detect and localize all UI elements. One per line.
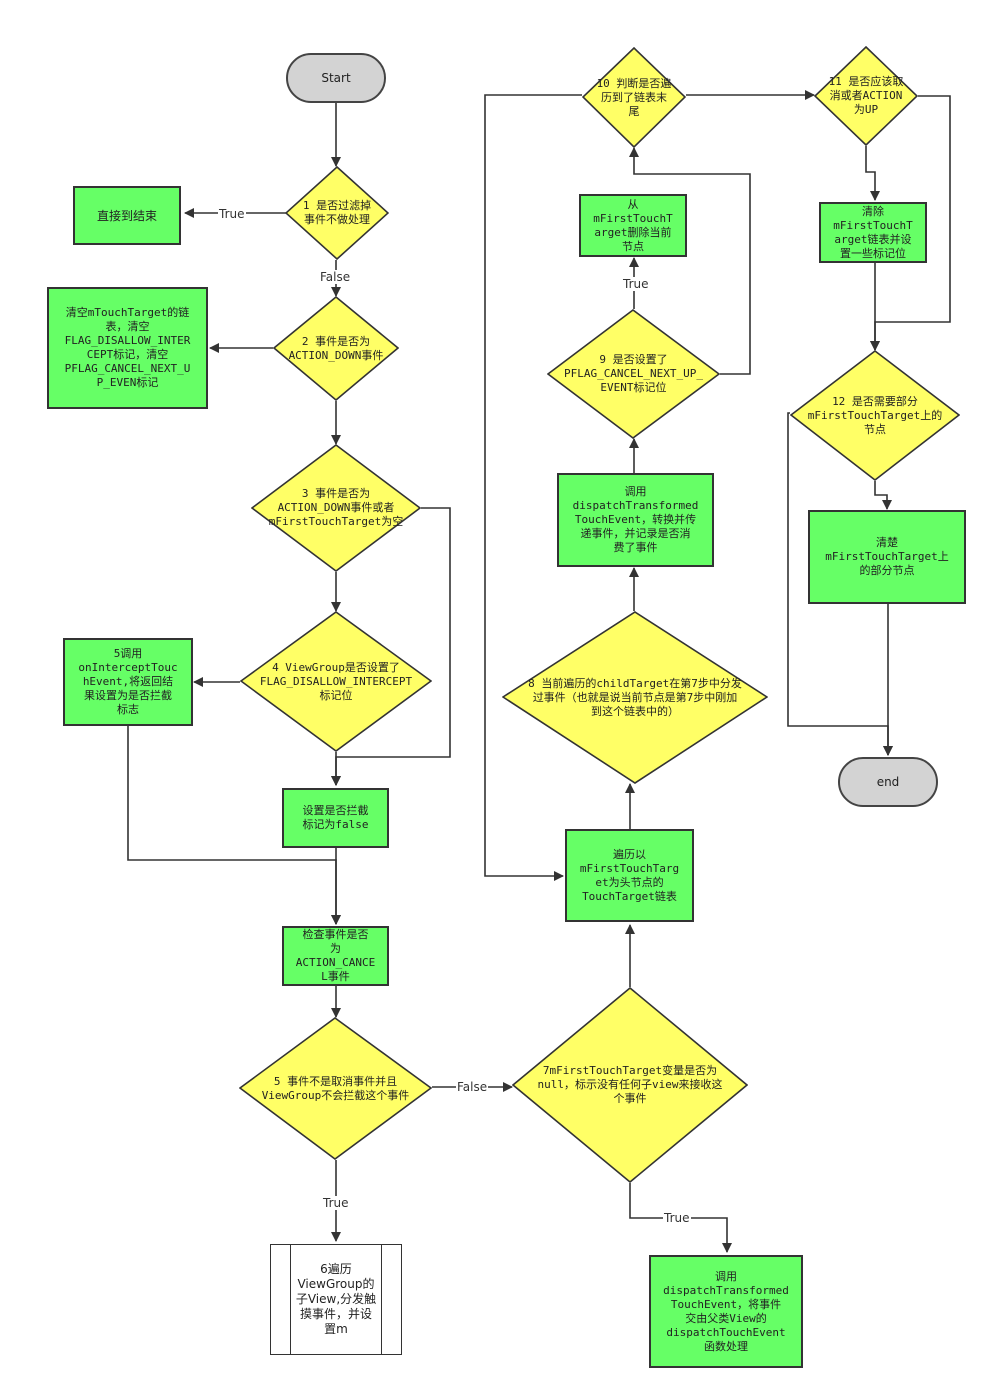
edge-label-true: True (218, 207, 246, 221)
start-terminal: Start (286, 53, 386, 103)
decision-filter-event: 1 是否过滤掉 事件不做处理 (285, 166, 389, 260)
edge-d10-left (484, 94, 582, 881)
decision-shape (582, 47, 686, 148)
decision-label: 10 判断是否遍 历到了链表末 尾 (596, 76, 672, 118)
decision-shape (239, 1017, 432, 1160)
decision-label: 11 是否应该取 消或者ACTION 为UP (828, 75, 904, 116)
edge-d12-down (874, 481, 892, 510)
decision-label: 2 事件是否为 ACTION_DOWN事件 (288, 334, 384, 362)
edge-label-false: False (319, 270, 352, 284)
decision-shape (814, 46, 918, 146)
edge-label-true: True (322, 1196, 350, 1210)
decision-cancel-or-up: 11 是否应该取 消或者ACTION 为UP (814, 46, 918, 146)
decision-label: 5 事件不是取消事件并且 ViewGroup不会拦截这个事件 (261, 1074, 410, 1102)
edge-d9-loop (629, 147, 751, 375)
decision-cancel-next-up-flag: 9 是否设置了 PFLAG_CANCEL_NEXT_UP_ EVENT标记位 (547, 309, 720, 439)
decision-dispatched-in-step7: 8 当前遍历的childTarget在第7步中分发 过事件（也就是说当前节点是第… (502, 611, 768, 784)
decision-label: 9 是否设置了 PFLAG_CANCEL_NEXT_UP_ EVENT标记位 (563, 353, 704, 394)
process-clear-touch-target: 清空mTouchTarget的链 表，清空 FLAG_DISALLOW_INTE… (47, 287, 208, 409)
decision-shape (251, 444, 421, 572)
decision-shape (240, 611, 432, 752)
process-end-directly: 直接到结束 (73, 186, 181, 245)
decision-label: 1 是否过滤掉 事件不做处理 (302, 199, 372, 226)
decision-label: 12 是否需要部分 mFirstTouchTarget上的 节点 (807, 394, 943, 436)
decision-shape (790, 350, 960, 481)
process-check-cancel: 检查事件是否 为 ACTION_CANCE L事件 (282, 926, 389, 986)
decision-shape (285, 166, 389, 260)
decision-action-down: 2 事件是否为 ACTION_DOWN事件 (273, 296, 399, 401)
decision-shape (512, 987, 748, 1183)
process-clear-partial-nodes: 清楚 mFirstTouchTarget上 的部分节点 (808, 510, 966, 604)
decision-label: 4 ViewGroup是否设置了 FLAG_DISALLOW_INTERCEPT… (259, 660, 413, 702)
edge-d11-down (865, 146, 880, 201)
edge-label-false: False (456, 1080, 489, 1094)
decision-label: 3 事件是否为 ACTION_DOWN事件或者 mFirstTouchTarge… (268, 487, 404, 528)
decision-shape (502, 611, 768, 784)
decision-label: 8 当前遍历的childTarget在第7步中分发 过事件（也就是说当前节点是第… (528, 676, 742, 718)
end-terminal: end (838, 757, 938, 807)
decision-label: 7mFirstTouchTarget变量是否为 null，标示没有任何子view… (537, 1064, 723, 1105)
decision-disallow-intercept: 4 ViewGroup是否设置了 FLAG_DISALLOW_INTERCEPT… (240, 611, 432, 752)
process-call-on-intercept: 5调用 onInterceptTouc hEvent,将返回结 果设置为是否拦截… (63, 638, 193, 726)
decision-not-cancel-not-intercept: 5 事件不是取消事件并且 ViewGroup不会拦截这个事件 (239, 1017, 432, 1160)
process-set-intercept-false: 设置是否拦截 标记为false (282, 788, 389, 848)
decision-partial-nodes: 12 是否需要部分 mFirstTouchTarget上的 节点 (790, 350, 960, 481)
decision-shape (273, 296, 399, 401)
decision-end-of-list: 10 判断是否遍 历到了链表末 尾 (582, 47, 686, 148)
process-clear-list: 清除 mFirstTouchT arget链表并设 置一些标记位 (819, 202, 927, 263)
process-remove-node: 从 mFirstTouchT arget删除当前 节点 (579, 194, 687, 257)
subprocess-traverse-children: 6遍历 ViewGroup的 子View,分发触 摸事件，并设 置m (270, 1244, 402, 1355)
decision-shape (547, 309, 720, 439)
process-dispatch-to-child: 调用 dispatchTransformed TouchEvent，转换并传 递… (557, 473, 714, 567)
process-traverse-list: 遍历以 mFirstTouchTarg et为头节点的 TouchTarget链… (565, 829, 694, 922)
decision-first-touch-target-null: 7mFirstTouchTarget变量是否为 null，标示没有任何子view… (512, 987, 748, 1183)
process-dispatch-to-parent: 调用 dispatchTransformed TouchEvent，将事件 交由… (649, 1255, 803, 1368)
edge-label-true: True (663, 1211, 691, 1225)
decision-down-or-target-null: 3 事件是否为 ACTION_DOWN事件或者 mFirstTouchTarge… (251, 444, 421, 572)
edge-label-true: True (622, 277, 650, 291)
